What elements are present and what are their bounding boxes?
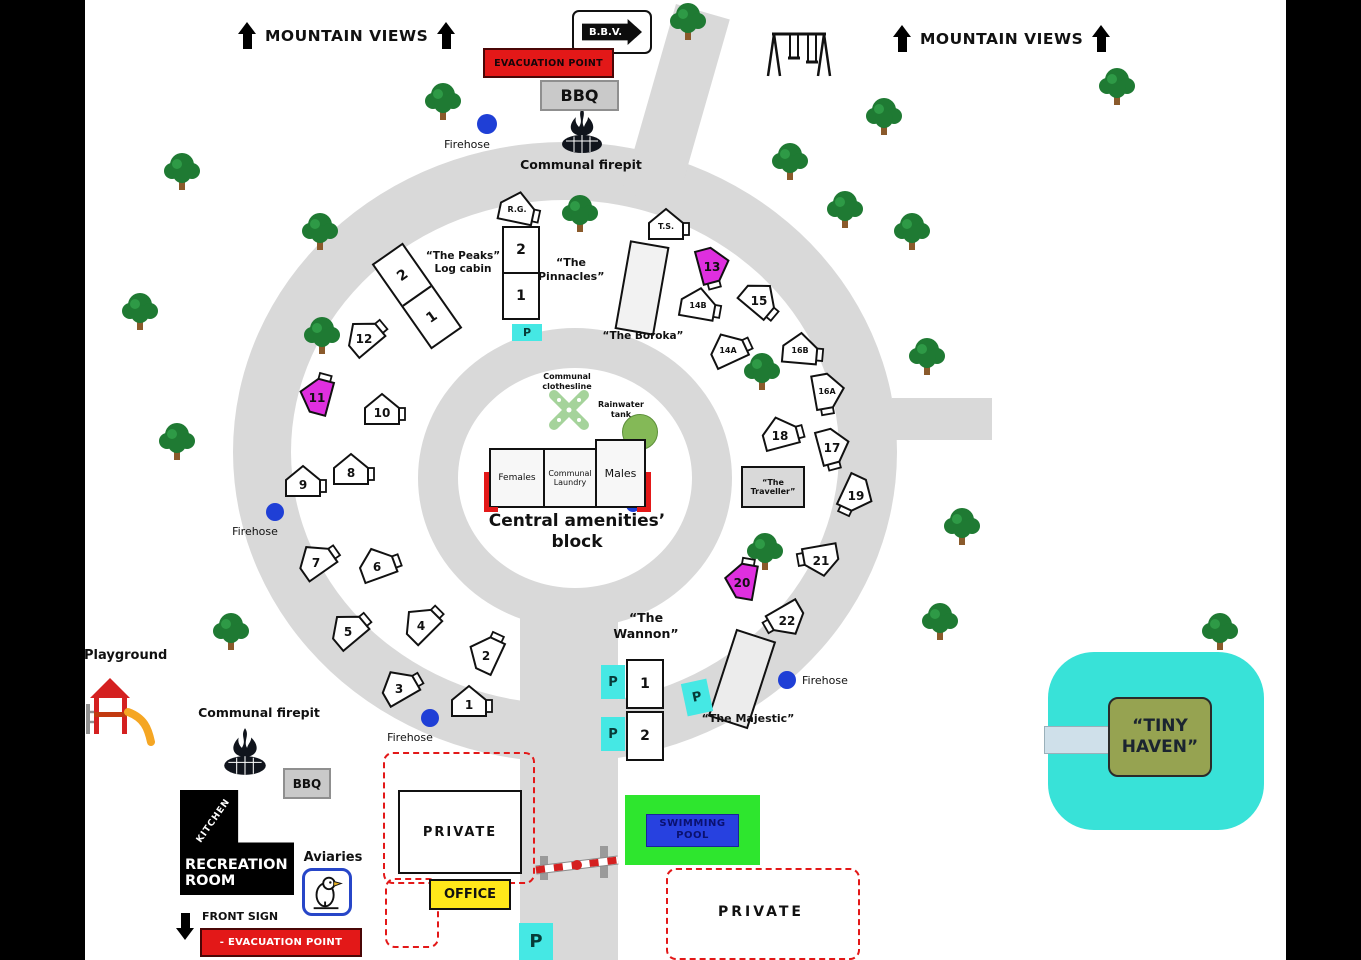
svg-text:Firehose: Firehose — [802, 674, 848, 687]
pinnacles-cabin-label: “The Pinnacles” — [538, 256, 605, 283]
tree-icon — [922, 603, 958, 640]
front-sign-label: FRONT SIGN — [202, 910, 279, 923]
private-area-top: PRIVATE — [398, 790, 522, 874]
pinnacles-site-2: 2 — [516, 242, 526, 258]
evacuation-point-sign-bottom: - EVACUATION POINT — [200, 928, 362, 957]
swing-set-icon — [766, 32, 832, 77]
firehose-marker: Firehose — [444, 114, 497, 151]
east-road — [892, 398, 992, 440]
red-bracket-right-foot — [637, 507, 651, 512]
wannon-parking-2: P — [601, 717, 625, 751]
mountain-views-right: MOUNTAIN VIEWS — [893, 25, 1111, 53]
playground-icon — [86, 678, 155, 746]
central-amenities-title: Central amenities’ block — [488, 511, 666, 553]
wannon-site-1: 1 — [626, 659, 664, 709]
left-letterbox — [0, 0, 85, 960]
tree-icon — [1202, 613, 1238, 650]
communal-laundry-room: Communal Laundry — [543, 448, 597, 508]
wannon-parking-1: P — [601, 665, 625, 699]
tiny-haven-sign-text: “TINY HAVEN” — [1108, 697, 1212, 777]
private-area-boundary-right — [666, 868, 860, 960]
recreation-room-label: RECREATION ROOM — [185, 856, 288, 890]
pinnacles-site-1: 1 — [504, 272, 538, 318]
tree-icon — [772, 143, 808, 180]
tree-icon — [122, 293, 158, 330]
private-area-boundary-lower — [385, 878, 439, 948]
swimming-pool-label: SWIMMING POOL — [646, 813, 739, 847]
rainwater-tank-label: Rainwater tank — [598, 400, 644, 419]
tree-icon — [213, 613, 249, 650]
tree-icon — [827, 191, 863, 228]
tree-icon — [866, 98, 902, 135]
communal-firepit-label-top: Communal firepit — [520, 157, 642, 172]
wannon-site-1-number: 1 — [640, 676, 650, 692]
tree-icon — [159, 423, 195, 460]
tree-icon — [1099, 68, 1135, 105]
parking-area: P — [519, 923, 553, 960]
office: OFFICE — [429, 879, 511, 910]
tree-icon — [909, 338, 945, 375]
evacuation-point-sign-top: EVACUATION POINT — [483, 48, 614, 78]
bbq-area-top: BBQ — [540, 80, 619, 111]
males-room: Males — [595, 439, 646, 508]
up-arrow-icon — [893, 25, 911, 53]
mountain-views-label: MOUNTAIN VIEWS — [265, 27, 429, 45]
communal-firepit-icon — [561, 107, 603, 154]
svg-text:Firehose: Firehose — [444, 138, 490, 151]
wannon-site-2-number: 2 — [640, 728, 650, 744]
recreation-room-building: KITCHEN RECREATION ROOM — [180, 790, 294, 895]
south-entry-road — [520, 598, 618, 960]
mountain-views-left: MOUNTAIN VIEWS — [238, 22, 456, 50]
boroka-cabin-label: “The Boroka” — [602, 330, 684, 342]
tiny-haven-sign-post — [1044, 726, 1112, 754]
boom-gate-icon — [535, 846, 619, 880]
pinnacles-parking: P — [512, 324, 542, 341]
tree-icon — [894, 213, 930, 250]
playground-label: Playground — [84, 648, 168, 663]
tree-icon — [425, 83, 461, 120]
tree-icon — [164, 153, 200, 190]
communal-firepit-icon — [223, 727, 267, 776]
traveller-cabin: “The Traveller” — [741, 466, 805, 508]
clothesline-label: Communal clothesline — [542, 372, 592, 391]
peaks-cabin-label: “The Peaks” Log cabin — [425, 250, 501, 276]
mountain-views-label: MOUNTAIN VIEWS — [920, 30, 1084, 48]
aviary-icon — [302, 868, 352, 916]
red-bracket-right — [646, 472, 651, 512]
up-arrow-icon — [238, 22, 256, 50]
kitchen-label: KITCHEN — [194, 797, 233, 845]
central-amenities-block: Females Communal Laundry Males — [489, 439, 646, 508]
wannon-site-2: 2 — [626, 711, 664, 761]
red-bracket-left-foot — [484, 507, 498, 512]
private-area-right: PRIVATE — [718, 904, 804, 920]
bbv-label: B.B.V. — [589, 26, 623, 38]
bbq-area-left: BBQ — [283, 768, 331, 799]
bird-icon — [313, 876, 343, 910]
right-letterbox — [1286, 0, 1361, 960]
clothesline-icon — [549, 390, 589, 430]
red-bracket-left — [484, 472, 489, 512]
wannon-cabin-label: “The Wannon” — [613, 610, 679, 641]
females-room: Females — [489, 448, 545, 508]
majestic-cabin-label: “The Majestic” — [701, 712, 795, 725]
swimming-pool: SWIMMING POOL — [625, 795, 760, 865]
tiny-haven-sign: “TINY HAVEN” — [1044, 652, 1264, 830]
aviaries-label: Aviaries — [303, 850, 363, 865]
pinnacles-cabin: 2 1 — [502, 226, 540, 320]
down-arrow-icon — [176, 912, 194, 940]
tree-icon — [944, 508, 980, 545]
bbv-arrow-icon: B.B.V. — [582, 19, 642, 45]
communal-firepit-label-left: Communal firepit — [198, 705, 320, 720]
up-arrow-icon — [437, 22, 456, 50]
up-arrow-icon — [1092, 25, 1111, 53]
